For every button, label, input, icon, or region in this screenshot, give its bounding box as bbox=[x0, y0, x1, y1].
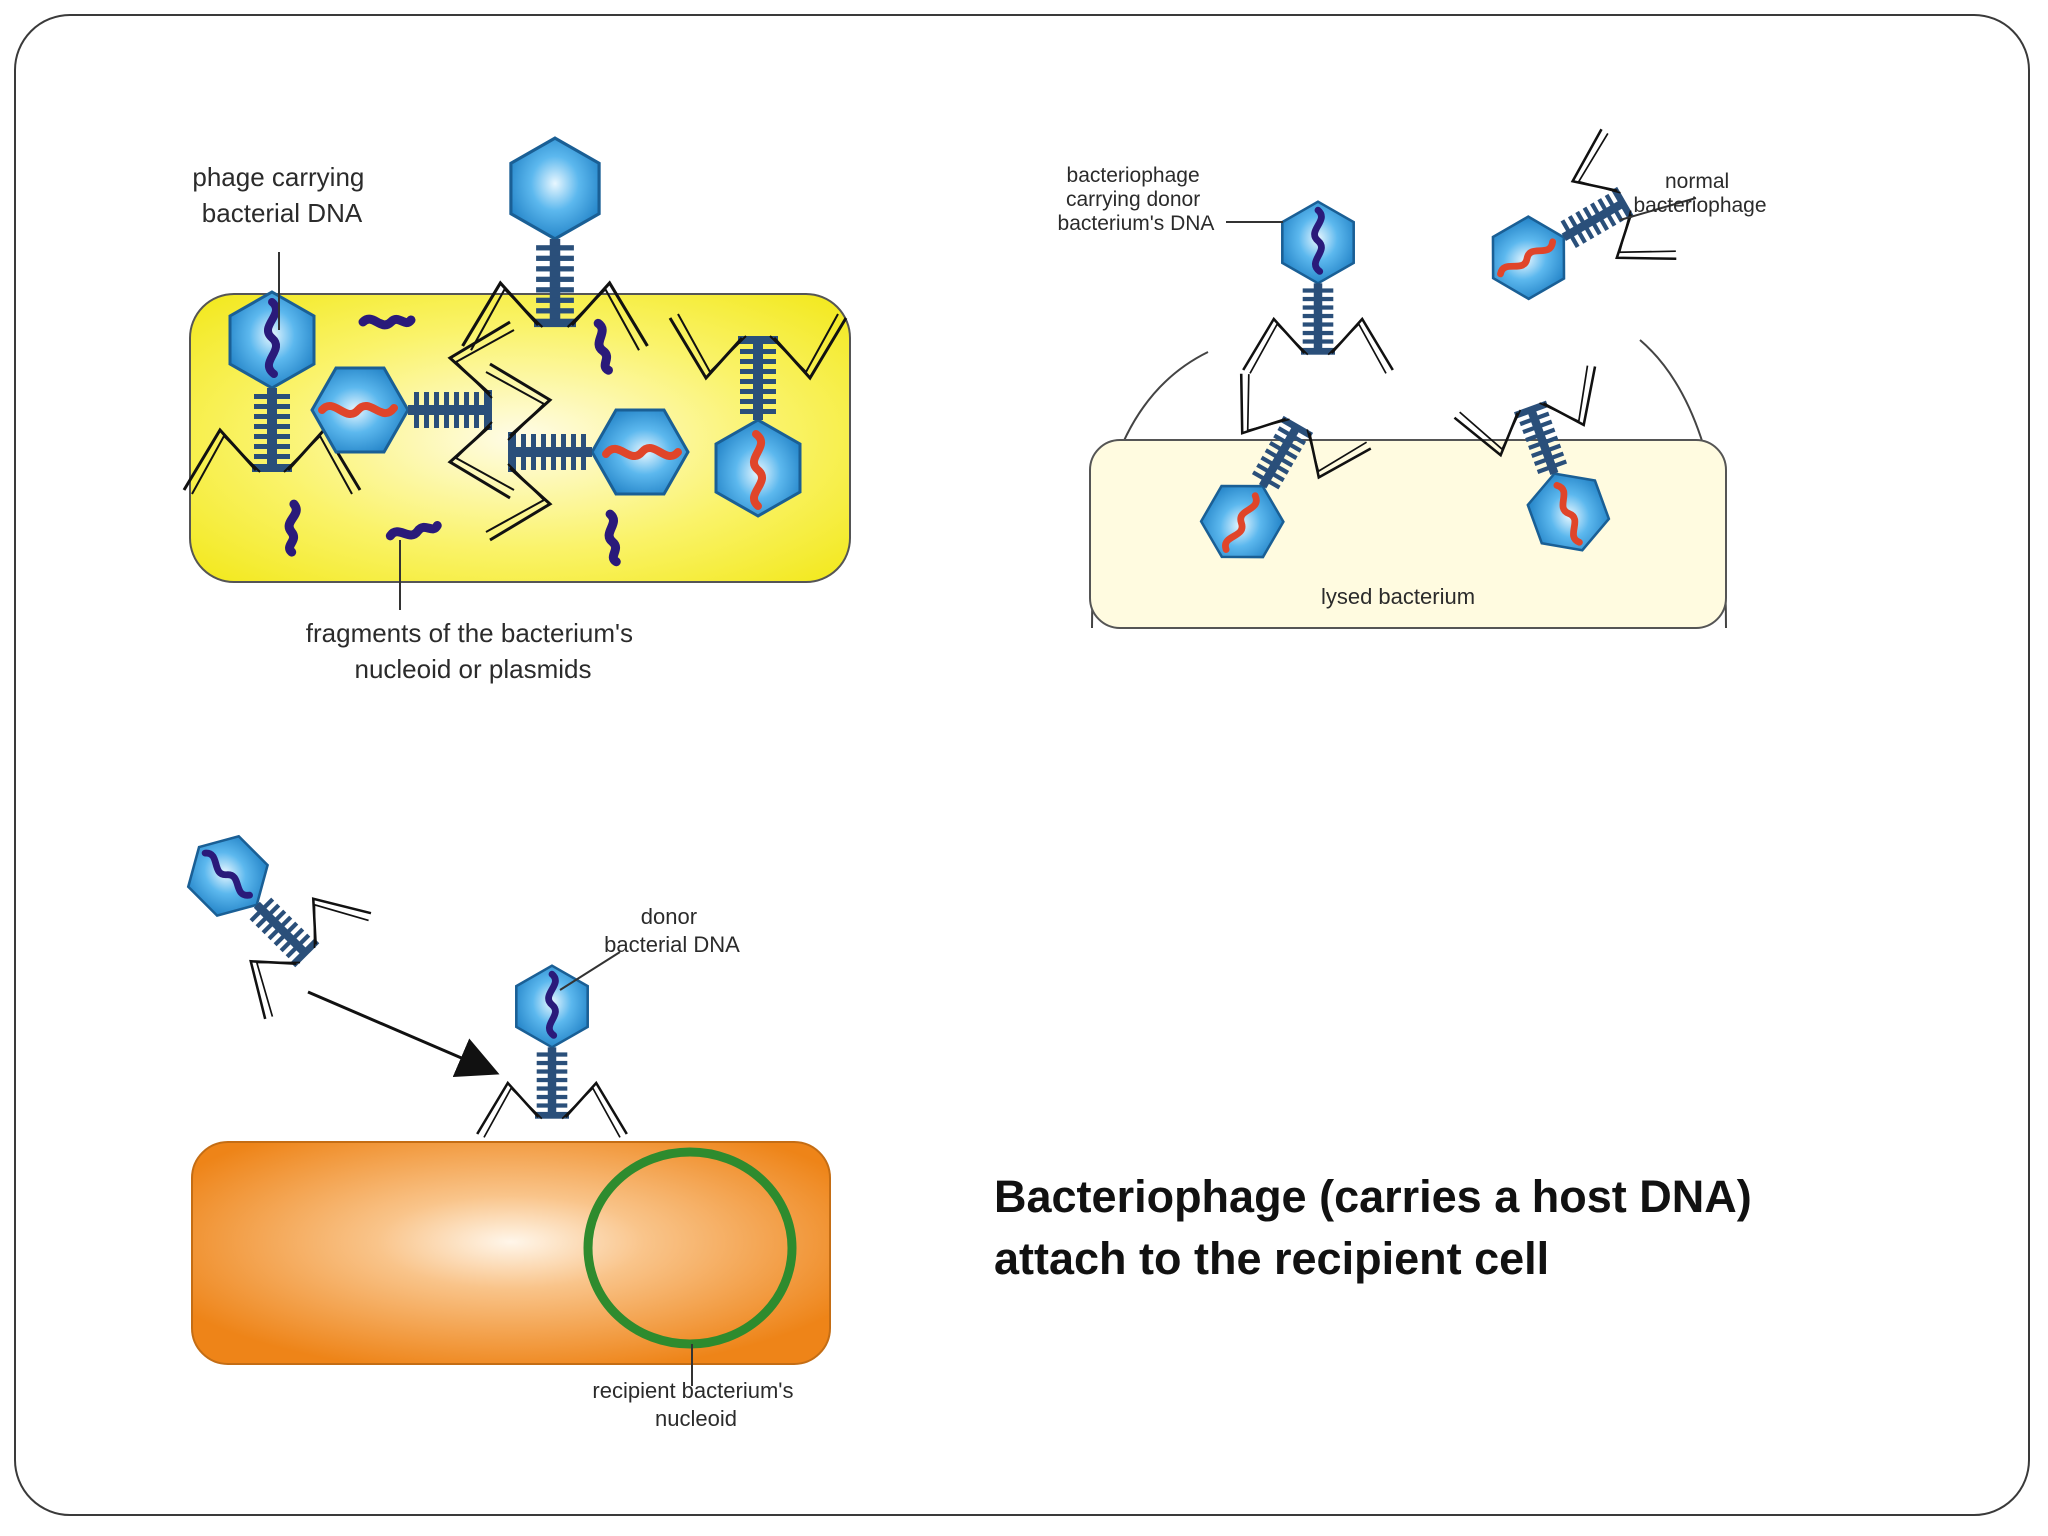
leader-donor-dna bbox=[559, 951, 621, 991]
label-lysed-bacterium: lysed bacterium bbox=[1321, 584, 1475, 609]
recipient-nucleoid-ring bbox=[583, 1147, 797, 1349]
bacterium-yellow bbox=[189, 293, 851, 583]
slide-caption: Bacteriophage (carries a host DNA) attac… bbox=[994, 1166, 1894, 1290]
phage-flying bbox=[144, 792, 375, 1023]
panel-c: donor bacterial DNA recipient bacterium'… bbox=[144, 792, 831, 1431]
label-recipient-nucleoid: recipient bacterium's nucleoid bbox=[592, 1378, 799, 1431]
label-donor-phage: bacteriophage carrying donor bacterium's… bbox=[1058, 164, 1215, 235]
label-normal-phage: normal bacteriophage bbox=[1633, 170, 1766, 217]
bacterium-recipient bbox=[191, 1141, 831, 1365]
phage-normal bbox=[1454, 126, 1681, 345]
caption-line-1: Bacteriophage (carries a host DNA) bbox=[994, 1171, 1752, 1222]
leader-normal-phage bbox=[1619, 197, 1697, 221]
panel-a: phage carrying bacterial DNA fragments o… bbox=[182, 136, 851, 684]
caption-line-2: attach to the recipient cell bbox=[994, 1233, 1550, 1284]
label-fragments: fragments of the bacterium's nucleoid or… bbox=[306, 618, 640, 684]
phage-attaching bbox=[475, 964, 629, 1139]
phage-donor-dna bbox=[1241, 200, 1395, 375]
attach-arrow bbox=[307, 990, 500, 1078]
panel-b: bacteriophage carrying donor bacterium's… bbox=[1058, 126, 1767, 629]
label-phage-carrying: phage carrying bacterial DNA bbox=[192, 162, 371, 228]
label-donor-dna: donor bacterial DNA bbox=[604, 904, 740, 957]
